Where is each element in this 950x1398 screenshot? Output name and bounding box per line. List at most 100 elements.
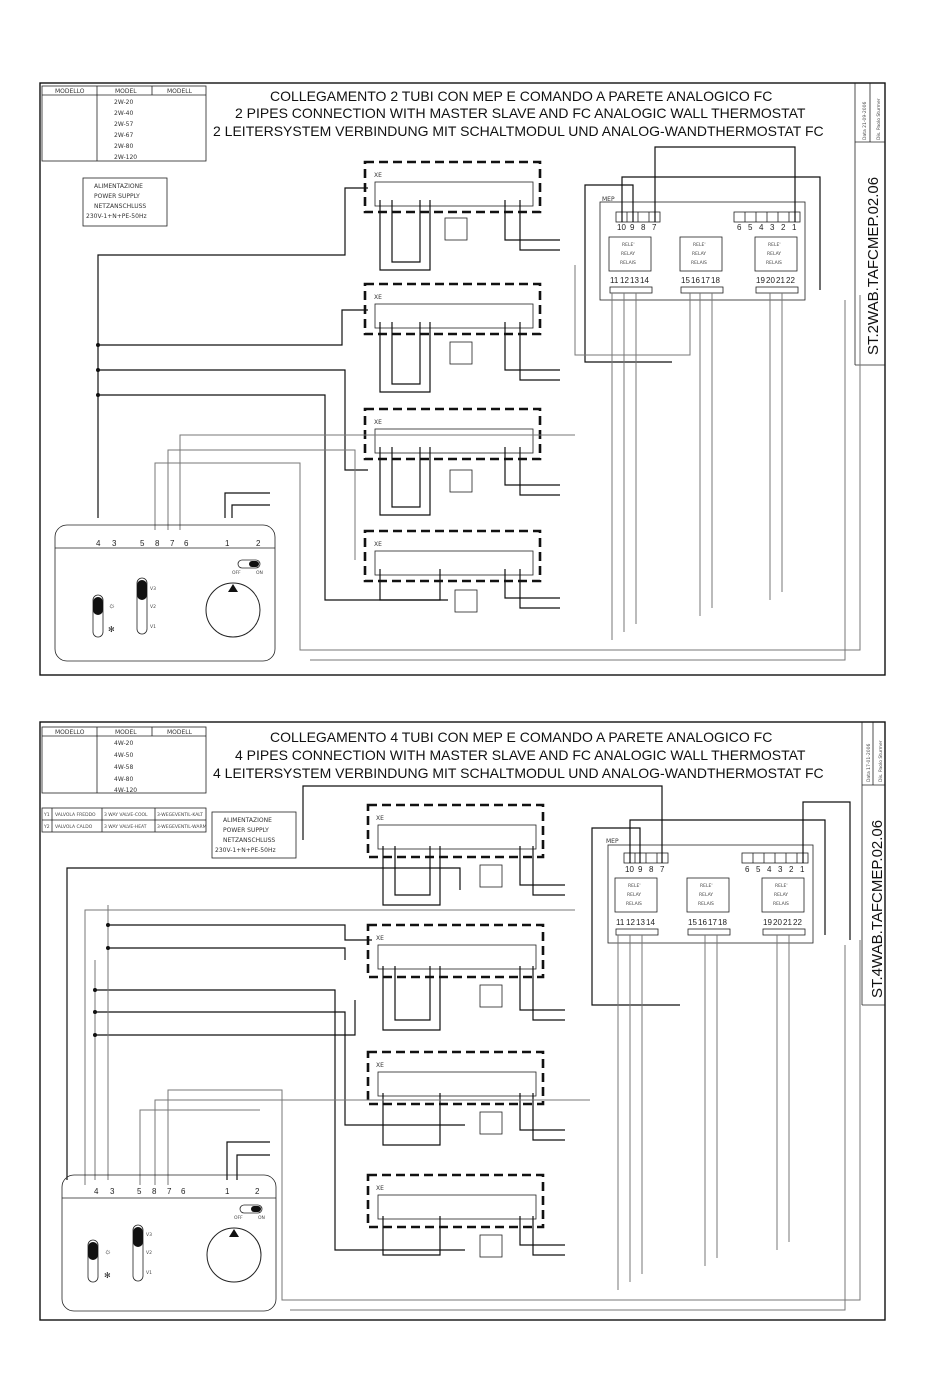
mep-terminal: 8 [641, 223, 646, 232]
model-name: 2W-40 [114, 110, 133, 117]
mep-terminal: 3 [770, 223, 775, 232]
svg-text:15: 15 [681, 276, 690, 285]
svg-text:14: 14 [640, 276, 649, 285]
model-name: 2W-120 [114, 154, 137, 161]
svg-text:5: 5 [137, 1187, 142, 1196]
svg-text:19: 19 [756, 276, 765, 285]
fancoil-unit: XE [363, 529, 542, 613]
fancoil-unit: XE [363, 160, 542, 241]
temperature-dial [205, 582, 261, 638]
svg-text:V1: V1 [150, 624, 156, 630]
model-table: MODELLO MODEL MODELL 4W-20 4W-50 4W-58 4… [41, 726, 207, 794]
svg-text:20: 20 [766, 276, 775, 285]
svg-text:8: 8 [155, 539, 160, 548]
svg-text:6: 6 [181, 1187, 186, 1196]
svg-text:7: 7 [170, 539, 175, 548]
svg-text:14: 14 [646, 918, 655, 927]
fancoil-unit: XE [366, 923, 545, 1008]
fancoil-unit: XE [366, 1173, 545, 1258]
svg-text:POWER SUPPLY: POWER SUPPLY [94, 193, 140, 200]
designer-label: Dis. Paolo Sturmer [876, 98, 882, 140]
svg-text:8: 8 [649, 865, 654, 874]
drawing-code: ST.4WAB.TAFCMEP.02.06 [869, 820, 886, 998]
svg-text:5: 5 [140, 539, 145, 548]
svg-text:V3: V3 [150, 586, 156, 592]
svg-text:18: 18 [718, 918, 727, 927]
diagram-title: COLLEGAMENTO 4 TUBI CON MEP E COMANDO A … [213, 729, 824, 781]
svg-text:10: 10 [625, 865, 634, 874]
svg-text:2 LEITERSYSTEM VERBINDUNG MIT: 2 LEITERSYSTEM VERBINDUNG MIT SCHALTMODU… [213, 123, 824, 139]
fancoil-unit: XE [363, 282, 542, 365]
svg-text:RELAIS: RELAIS [620, 260, 636, 266]
svg-text:17: 17 [701, 276, 710, 285]
svg-text:1: 1 [225, 539, 230, 548]
svg-text:RELAY: RELAY [699, 892, 713, 898]
model-header-it: MODELLO [55, 88, 85, 95]
mep-terminal: 5 [748, 223, 753, 232]
power-supply-box: ALIMENTAZIONE POWER SUPPLY NETZANSCHLUSS… [82, 177, 168, 227]
svg-text:MODELL: MODELL [167, 729, 193, 736]
svg-text:RELAIS: RELAIS [691, 260, 707, 266]
model-name: 4W-80 [114, 776, 133, 783]
svg-text:V2: V2 [150, 604, 156, 610]
wall-thermostat: 4 3 5 8 7 6 1 2 ☼ ✻ V3 V2 V1 OFF ON [54, 524, 276, 662]
svg-text:VALVOLA FREDDO: VALVOLA FREDDO [55, 812, 96, 818]
svg-text:16: 16 [691, 276, 700, 285]
mep-module: MEP 10 9 8 7 6 5 4 3 2 1 RELE' RELAY R [599, 196, 806, 301]
svg-text:OFF: OFF [232, 570, 241, 576]
svg-text:16: 16 [698, 918, 707, 927]
wiring-diagram-4-pipes: MODELLO MODEL MODELL 4W-20 4W-50 4W-58 4… [39, 721, 886, 1321]
dial-pointer-icon [228, 584, 238, 592]
mep-terminal: 1 [792, 223, 797, 232]
model-name: 2W-67 [114, 132, 133, 139]
svg-text:RELAY: RELAY [774, 892, 788, 898]
svg-text:RELE': RELE' [768, 242, 781, 248]
svg-text:Y2: Y2 [43, 824, 50, 830]
svg-text:MODEL: MODEL [115, 729, 137, 736]
snowflake-icon: ✻ [108, 625, 115, 634]
svg-text:XE: XE [376, 935, 384, 942]
svg-text:XE: XE [376, 1062, 384, 1069]
fancoil-unit: XE [363, 407, 542, 493]
svg-text:3: 3 [112, 539, 117, 548]
svg-text:ALIMENTAZIONE: ALIMENTAZIONE [223, 817, 272, 824]
svg-text:RELAIS: RELAIS [626, 901, 642, 907]
svg-text:2: 2 [256, 539, 261, 548]
drawing-code: ST.2WAB.TAFCMEP.02.06 [865, 177, 882, 355]
svg-text:XE: XE [374, 294, 382, 301]
power-supply-box: ALIMENTAZIONE POWER SUPPLY NETZANSCHLUSS… [211, 811, 297, 859]
svg-text:VALVOLA CALDO: VALVOLA CALDO [55, 824, 93, 830]
svg-text:2: 2 [255, 1187, 260, 1196]
model-name: 4W-58 [114, 764, 133, 771]
svg-text:V3: V3 [146, 1232, 152, 1238]
mep-terminal: 9 [630, 223, 635, 232]
svg-text:20: 20 [773, 918, 782, 927]
svg-text:12: 12 [626, 918, 635, 927]
mep-label: MEP [606, 838, 619, 845]
mep-terminal: 2 [781, 223, 786, 232]
svg-text:21: 21 [783, 918, 792, 927]
svg-text:5: 5 [756, 865, 761, 874]
svg-text:15: 15 [688, 918, 697, 927]
svg-text:17: 17 [708, 918, 717, 927]
svg-text:RELAIS: RELAIS [773, 901, 789, 907]
date-label: Data 17-01-2006 [866, 744, 872, 782]
model-table: MODELLO MODEL MODELL 2W-20 2W-40 2W-57 2… [41, 85, 207, 162]
mep-label: MEP [602, 196, 615, 203]
diagram-title: COLLEGAMENTO 2 TUBI CON MEP E COMANDO A … [213, 88, 824, 139]
svg-text:3-WEGEVENTIL-WARM: 3-WEGEVENTIL-WARM [157, 824, 207, 830]
drawing-code-strip: Data 21-09-2006 Dis. Paolo Sturmer ST.2W… [854, 83, 885, 366]
svg-text:18: 18 [711, 276, 720, 285]
svg-text:ON: ON [256, 570, 263, 576]
valve-table: Y1 VALVOLA FREDDO 3 WAY VALVE-COOL 3-WEG… [41, 807, 207, 833]
svg-text:6: 6 [184, 539, 189, 548]
svg-text:13: 13 [630, 276, 639, 285]
svg-text:ON: ON [258, 1215, 265, 1221]
svg-text:RELAY: RELAY [627, 892, 641, 898]
model-name: 4W-120 [114, 787, 137, 794]
svg-text:MODELLO: MODELLO [55, 729, 85, 736]
snowflake-icon: ✻ [104, 1271, 111, 1280]
mep-terminal: 6 [737, 223, 742, 232]
svg-text:4: 4 [767, 865, 772, 874]
designer-label: Dis. Paolo Sturmer [878, 740, 884, 782]
